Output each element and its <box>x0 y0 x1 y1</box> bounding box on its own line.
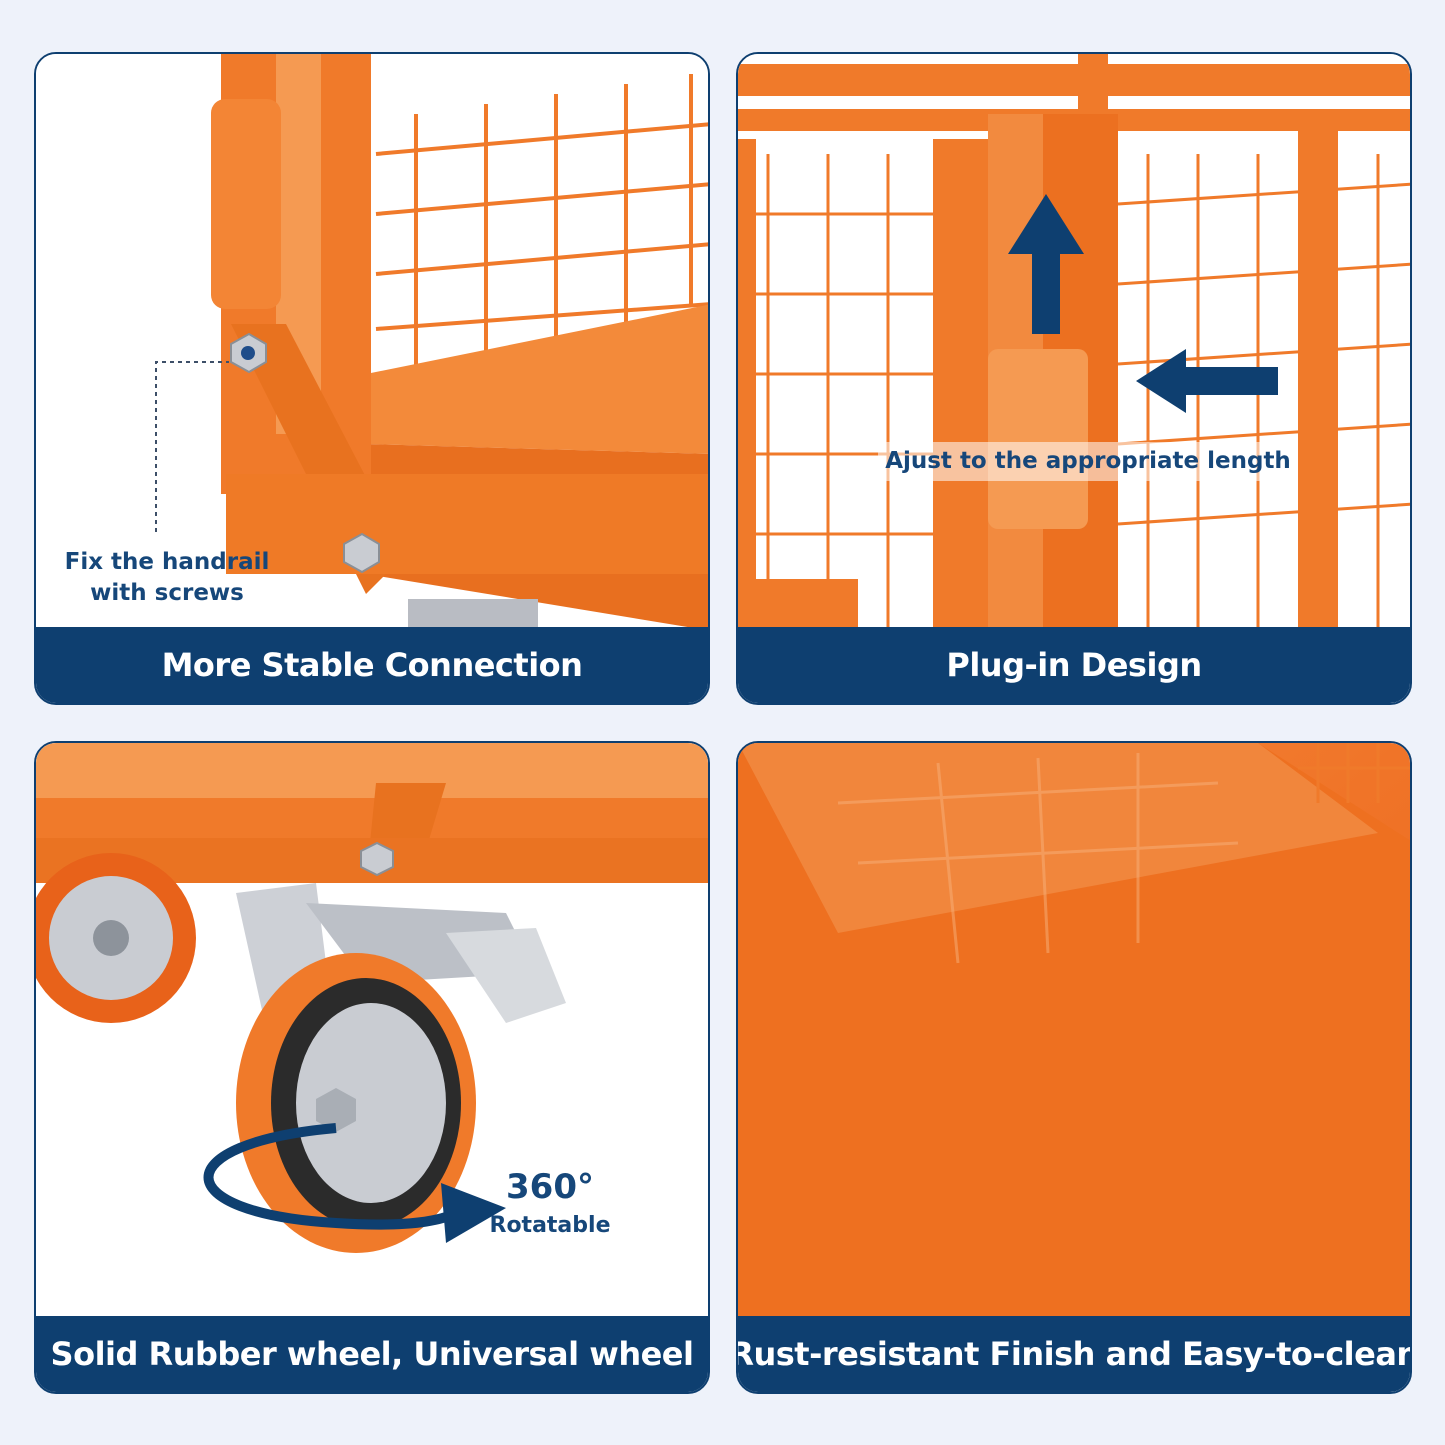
feature-panel-stable-connection: Fix the handrail with screws More Stable… <box>34 52 710 705</box>
feature-panel-wheels: 360° Rotatable Solid Rubber wheel, Unive… <box>34 741 710 1394</box>
rotation-arrow-icon <box>203 1123 506 1243</box>
left-arrow-icon <box>1136 349 1278 413</box>
rotate-degree: 360° <box>506 1167 594 1207</box>
caption-bar: Plug-in Design <box>738 627 1410 703</box>
panel-caption: Plug-in Design <box>946 646 1202 684</box>
panel-caption: Rust-resistant Finish and Easy-to-clean <box>736 1335 1412 1373</box>
caption-bar: Solid Rubber wheel, Universal wheel <box>36 1316 708 1392</box>
cart-hinge-photo <box>36 54 708 631</box>
up-arrow-icon <box>1008 194 1084 334</box>
caster-wheel-photo <box>36 743 708 1320</box>
handrail-note: Fix the handrail with screws <box>52 547 282 609</box>
caption-bar: Rust-resistant Finish and Easy-to-clean <box>738 1316 1410 1392</box>
rotate-note: 360° Rotatable <box>480 1165 620 1241</box>
feature-panel-plug-in-design: Ajust to the appropriate length Plug-in … <box>736 52 1412 705</box>
feature-panel-finish: Rust-resistant Finish and Easy-to-clean <box>736 741 1412 1394</box>
cart-tray-photo <box>738 743 1410 1320</box>
rotate-label: Rotatable <box>489 1212 611 1238</box>
panel-caption: More Stable Connection <box>161 646 583 684</box>
handrail-note-line-1: Fix the handrail <box>64 549 270 575</box>
cart-plug-in-photo <box>738 54 1410 631</box>
handrail-note-line-2: with screws <box>90 580 244 607</box>
caption-bar: More Stable Connection <box>36 627 708 703</box>
adjust-note: Ajust to the appropriate length <box>878 442 1298 482</box>
panel-caption: Solid Rubber wheel, Universal wheel <box>50 1335 694 1373</box>
bolt-icon <box>230 332 267 374</box>
